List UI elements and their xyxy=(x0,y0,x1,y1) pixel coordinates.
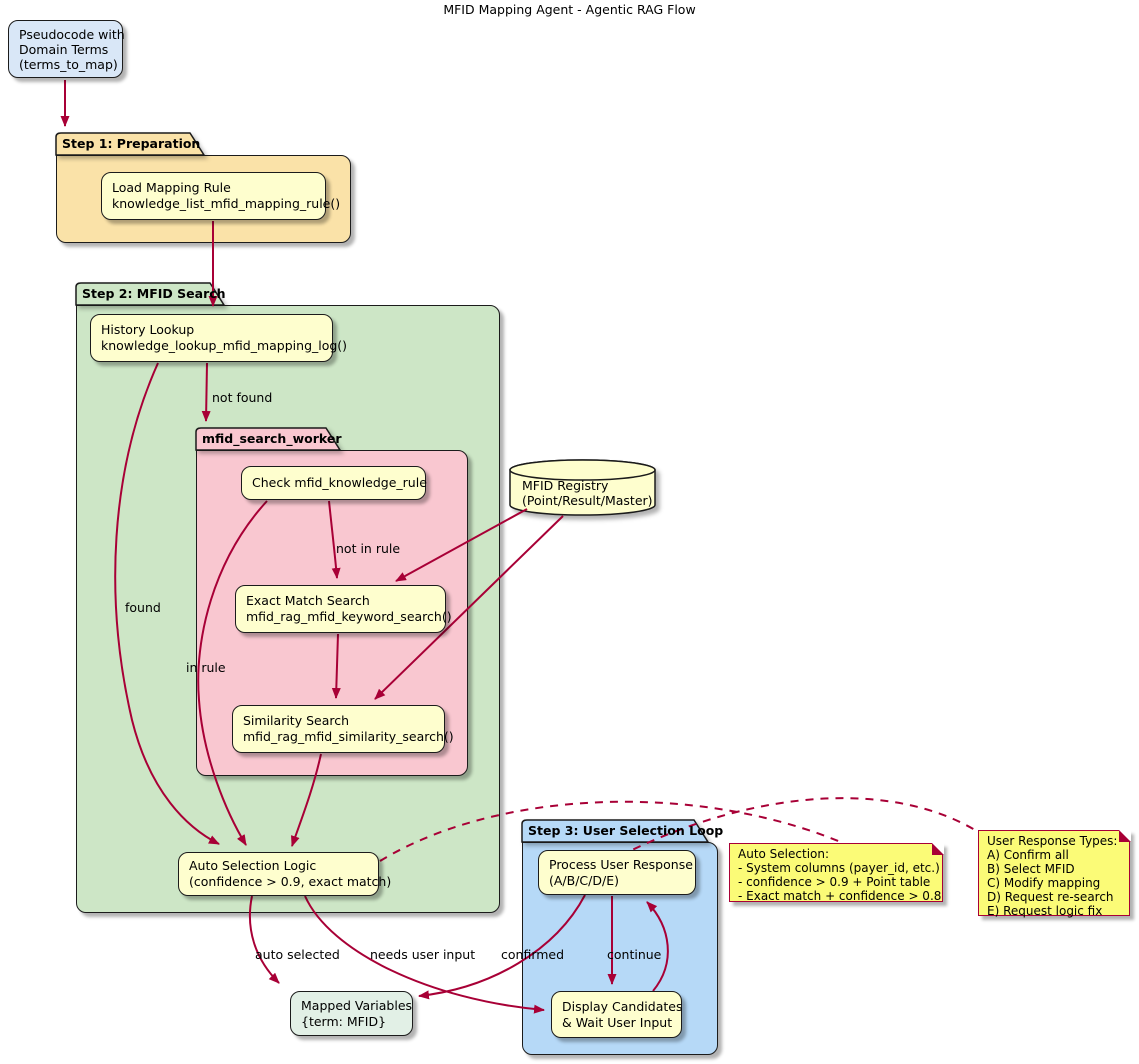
node-history-lookup: History Lookup knowledge_lookup_mfid_map… xyxy=(90,314,347,362)
tab-step2 xyxy=(75,282,226,306)
edge-note-user-response xyxy=(629,797,987,852)
edge-exact-to-similarity xyxy=(331,633,341,699)
edge-label-continue: continue xyxy=(607,947,662,962)
tab-label-step3: Step 3: User Selection Loop xyxy=(528,823,724,838)
node-auto-selection-logic: Auto Selection Logic (confidence > 0.9, … xyxy=(178,852,391,896)
tab-worker xyxy=(195,427,342,451)
edge-display-to-process xyxy=(646,901,669,992)
edge-auto-selected xyxy=(248,895,280,984)
node-exact-match-search: Exact Match Search mfid_rag_mfid_keyword… xyxy=(235,585,452,633)
edge-registry-to-exact xyxy=(395,508,528,582)
diagram-title: MFID Mapping Agent - Agentic RAG Flow xyxy=(443,2,696,17)
edge-confirmed xyxy=(418,894,586,1000)
tab-label-step1: Step 1: Preparation xyxy=(62,136,201,151)
node-check-knowledge-rule: Check mfid_knowledge_rule xyxy=(241,466,427,500)
node-pseudocode: Pseudocode with Domain Terms (terms_to_m… xyxy=(8,20,125,78)
tab-label-step2: Step 2: MFID Search xyxy=(82,286,226,301)
note-auto-selection: Auto Selection: - System columns (payer_… xyxy=(729,842,944,903)
edge-label-needs-user-input: needs user input xyxy=(370,947,476,962)
node-load-mapping-rule: Load Mapping Rule knowledge_list_mfid_ma… xyxy=(101,172,340,220)
edge-check-not-in-rule xyxy=(328,500,341,579)
edge-check-in-rule xyxy=(197,500,268,846)
edge-label-in-rule: in rule xyxy=(186,660,226,675)
edge-label-auto-selected: auto selected xyxy=(255,947,340,962)
note-user-response-types: User Response Types: A) Confirm all B) S… xyxy=(978,829,1131,918)
node-mapped-variables: Mapped Variables {term: MFID} xyxy=(290,991,413,1036)
edge-note-auto-selection xyxy=(379,800,844,862)
node-process-user-response: Process User Response (A/B/C/D/E) xyxy=(538,850,696,895)
node-similarity-search: Similarity Search mfid_rag_mfid_similari… xyxy=(232,705,454,753)
edge-label-found: found xyxy=(125,600,161,615)
edge-needs-user-input xyxy=(304,895,545,1014)
edge-history-not-found xyxy=(201,362,211,422)
tab-step1 xyxy=(55,132,206,156)
mfid-registry-cylinder xyxy=(509,459,656,516)
edge-label-confirmed: confirmed xyxy=(501,947,565,962)
edge-similarity-to-auto xyxy=(291,753,322,847)
mfid-registry-label: MFID Registry (Point/Result/Master) xyxy=(522,478,653,508)
node-display-candidates: Display Candidates & Wait User Input xyxy=(551,991,682,1038)
edge-label-not-found: not found xyxy=(212,390,273,405)
tab-label-worker: mfid_search_worker xyxy=(202,431,342,446)
edge-label-not-in-rule: not in rule xyxy=(336,541,401,556)
edge-history-found xyxy=(114,362,220,845)
edge-registry-to-similarity xyxy=(374,515,564,700)
